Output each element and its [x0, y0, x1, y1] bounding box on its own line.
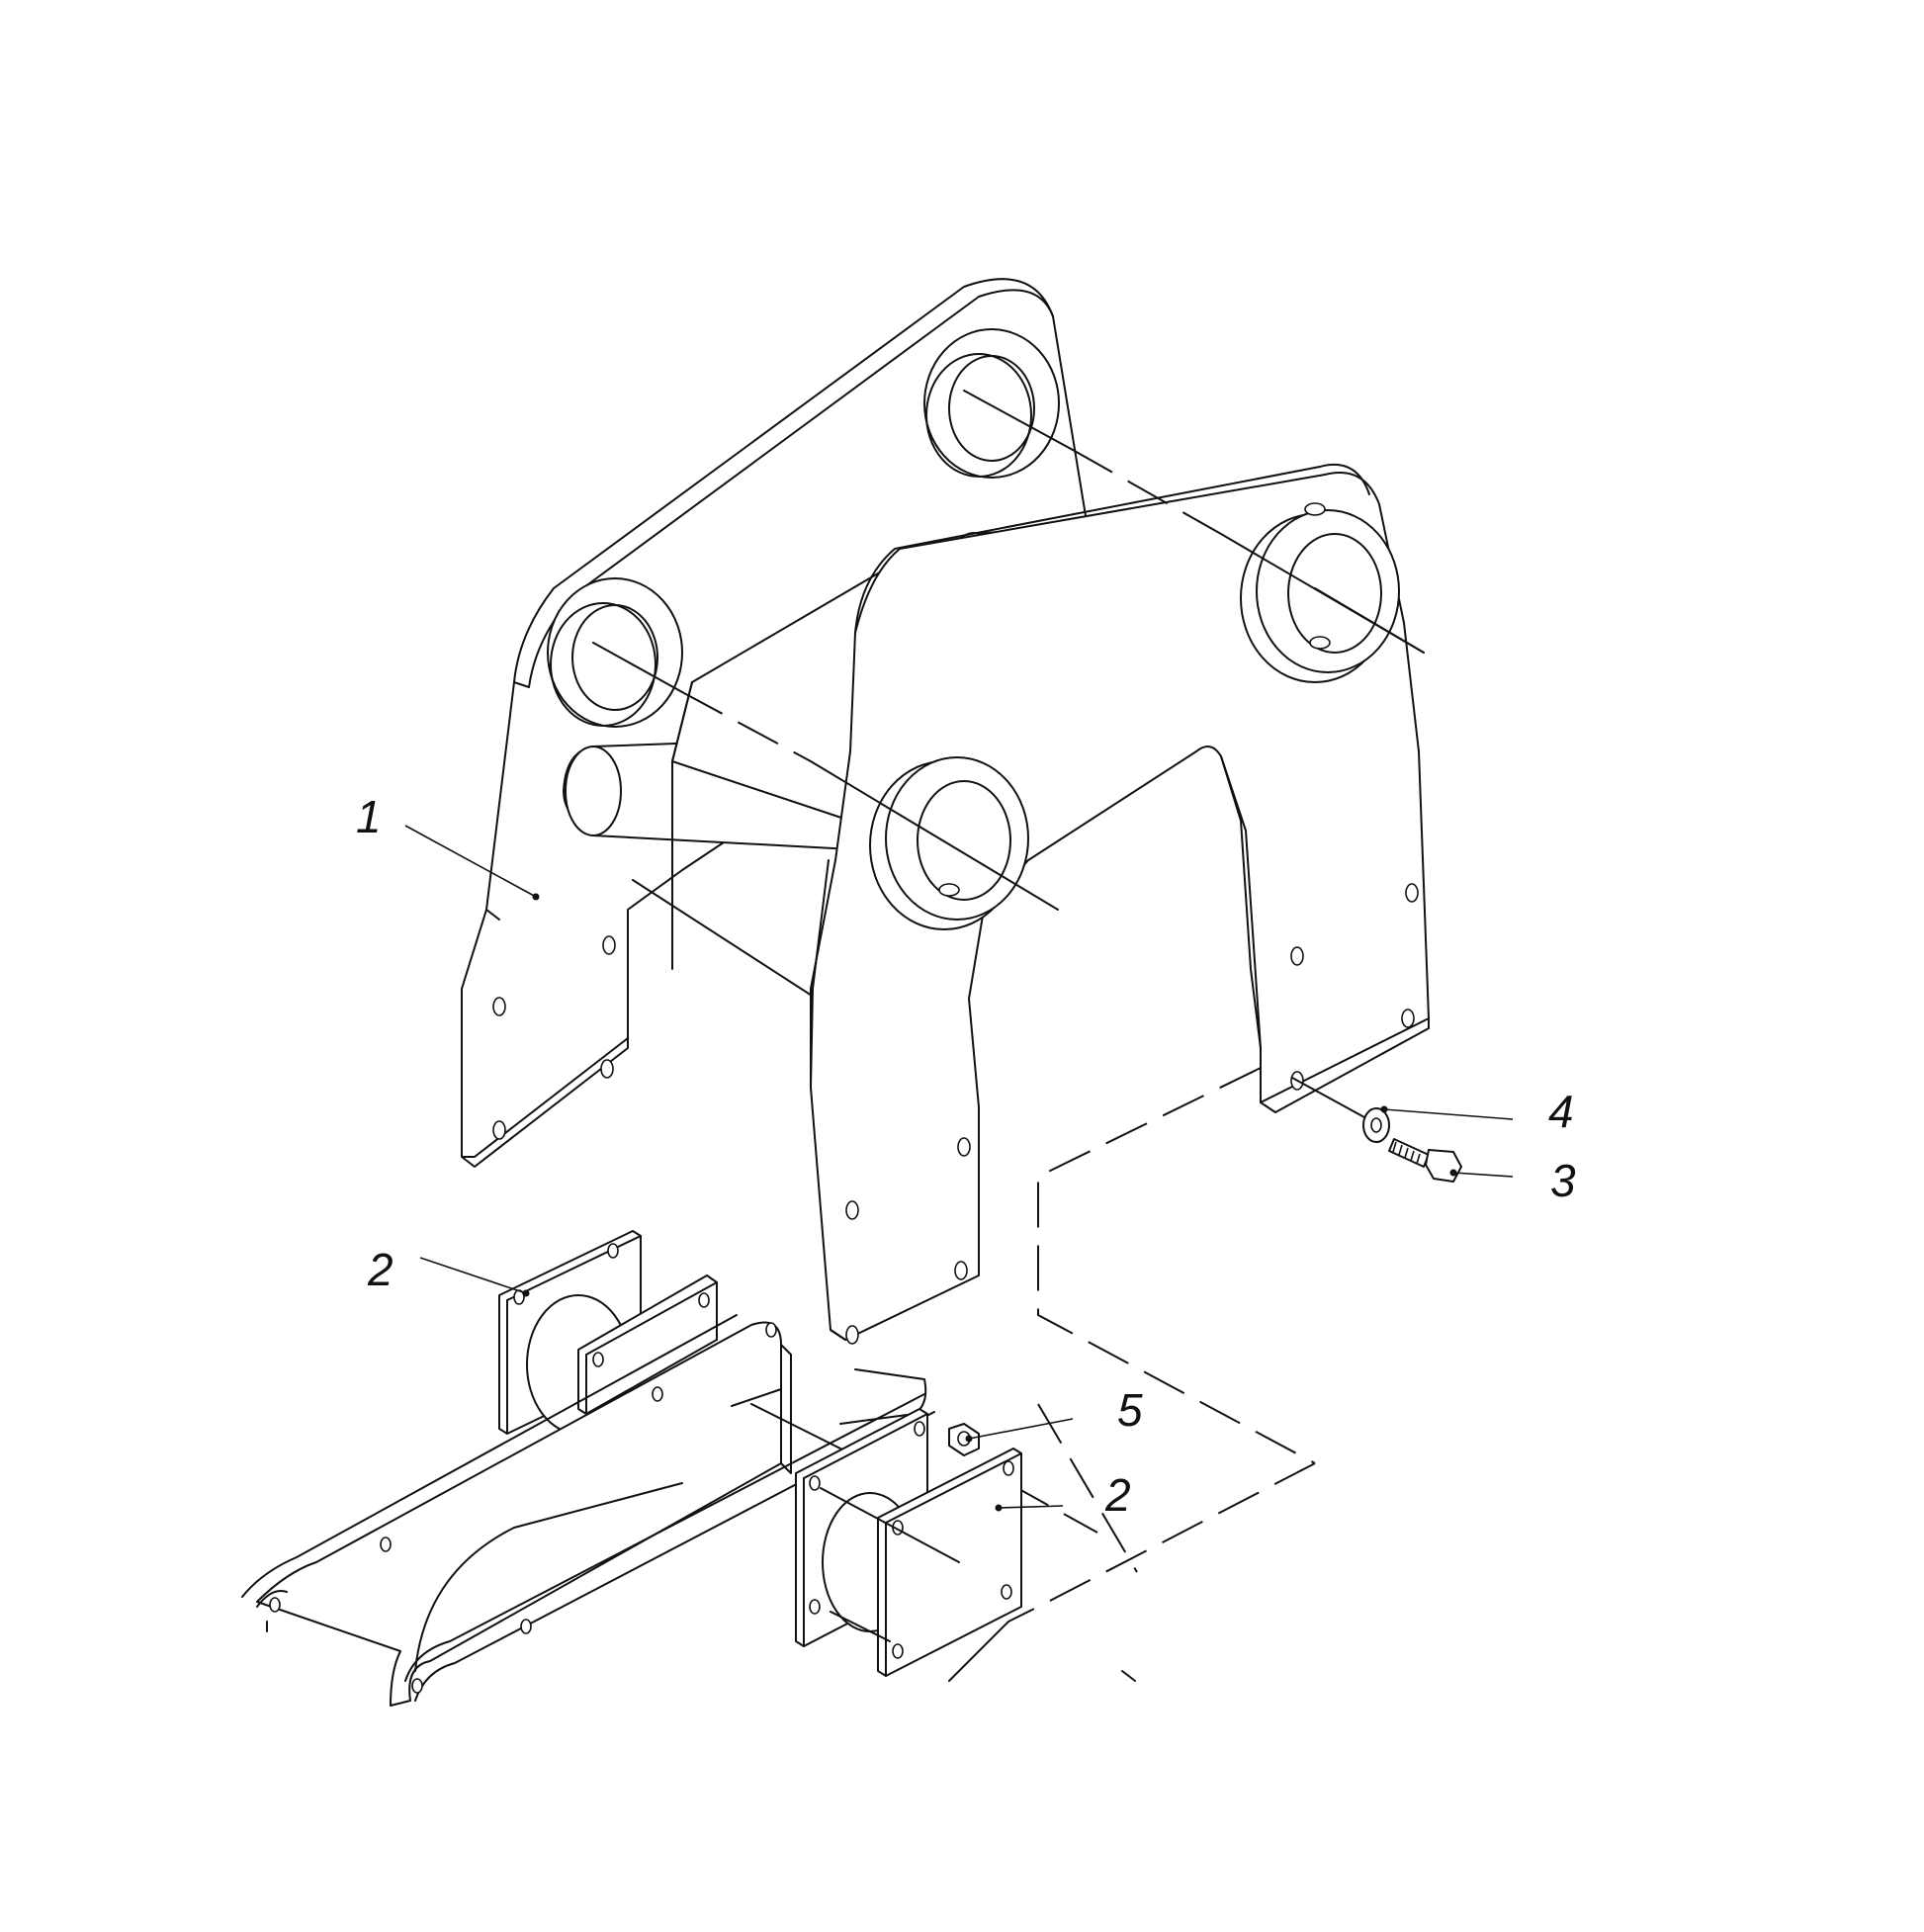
- callout-2-left: 2: [367, 1244, 394, 1295]
- front-upper-boss: [1240, 502, 1400, 683]
- nut-5: [948, 1423, 980, 1456]
- back-upper-boss: [923, 328, 1060, 479]
- assembly-guide-lines: [948, 1067, 1316, 1682]
- back-lower-boss: [547, 577, 683, 728]
- bolt-axis-line: [1291, 1077, 1365, 1118]
- pin-axis-lines: [592, 390, 1425, 911]
- washer-4: [1362, 1107, 1390, 1143]
- callout-4: 4: [1548, 1086, 1574, 1137]
- callout-5: 5: [1117, 1384, 1143, 1436]
- bracket-front-plate: [810, 463, 1430, 1345]
- bolt-3: [1388, 1138, 1462, 1183]
- callout-3: 3: [1550, 1155, 1576, 1206]
- callout-leaders: [404, 825, 1514, 1512]
- callout-1: 1: [356, 791, 382, 842]
- back-plate-bolt-holes: [492, 935, 616, 1140]
- front-lower-boss: [869, 756, 1029, 930]
- spacer-block: [577, 1274, 718, 1415]
- carrier-rails: [241, 1314, 935, 1707]
- mounting-plate-right-2: [795, 1408, 1022, 1677]
- front-plate-bolt-holes: [845, 883, 1419, 1345]
- callout-2-right: 2: [1104, 1469, 1131, 1521]
